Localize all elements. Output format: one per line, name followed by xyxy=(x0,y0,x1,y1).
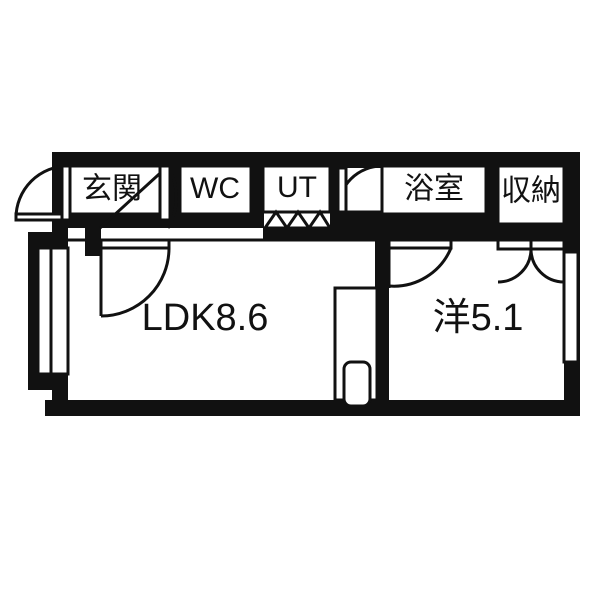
bedroom-door-arc xyxy=(388,247,453,288)
label-yokushitsu: 浴室 xyxy=(404,172,464,207)
wall-left-lower xyxy=(52,374,68,416)
wall-bottom xyxy=(45,400,580,416)
windows xyxy=(36,246,580,376)
kitchen-group xyxy=(333,286,379,408)
bath-box xyxy=(380,164,488,216)
wall-right-lower xyxy=(564,362,580,416)
label-shuno: 収納 xyxy=(501,174,561,209)
entrance-door-jamb xyxy=(60,164,72,222)
genkan-door-leaf-diagonal xyxy=(98,164,170,230)
wall-top xyxy=(52,152,580,168)
wc-box xyxy=(178,164,253,216)
entrance-door-group[interactable] xyxy=(14,164,72,222)
utility-hatch-zigzag xyxy=(263,209,332,231)
service-room-boxes xyxy=(66,164,566,226)
closet-doors-group[interactable] xyxy=(496,238,566,284)
label-wc: WC xyxy=(190,172,240,205)
ut-box xyxy=(261,164,332,214)
bedroom-door-group[interactable] xyxy=(387,238,453,288)
wall-band-under-ut xyxy=(263,228,343,240)
label-ldk: LDK8.6 xyxy=(142,297,269,339)
bedroom-right-window-pane xyxy=(562,250,580,364)
genkan-inner-door-group[interactable] xyxy=(98,164,178,230)
label-washitsu: 洋5.1 xyxy=(433,297,524,339)
entrance-door-leaf xyxy=(14,212,70,222)
wall-band-under-wc xyxy=(182,212,264,228)
closet-box xyxy=(496,164,566,226)
wall-partition-jog xyxy=(375,240,389,262)
ldk-door-arc xyxy=(100,247,171,318)
closet-door-arc-right xyxy=(529,248,565,284)
utility-hatch-group xyxy=(263,209,332,231)
entrance-door-arc xyxy=(14,164,69,219)
wall-left-recess-outer xyxy=(28,232,38,390)
closet-door-arc-left xyxy=(497,248,533,284)
wall-band-under-closet xyxy=(498,224,580,240)
ldk-left-window-pane-2 xyxy=(49,246,70,376)
wall-genkan-hall xyxy=(85,240,101,256)
bath-door-leaf xyxy=(336,166,348,214)
room-labels: 玄関 WC UT 浴室 収納 LDK8.6 洋5.1 xyxy=(82,171,561,339)
wall-band-under-genkan xyxy=(52,212,182,228)
wall-band-under-bath xyxy=(342,212,498,240)
ldk-left-window-pane-1 xyxy=(36,246,53,376)
label-ut: UT xyxy=(277,171,317,204)
label-genkan: 玄関 xyxy=(82,172,142,207)
genkan-door-jamb xyxy=(158,164,172,222)
bathroom-door-group[interactable] xyxy=(336,164,383,214)
kitchen-sink xyxy=(342,360,372,408)
